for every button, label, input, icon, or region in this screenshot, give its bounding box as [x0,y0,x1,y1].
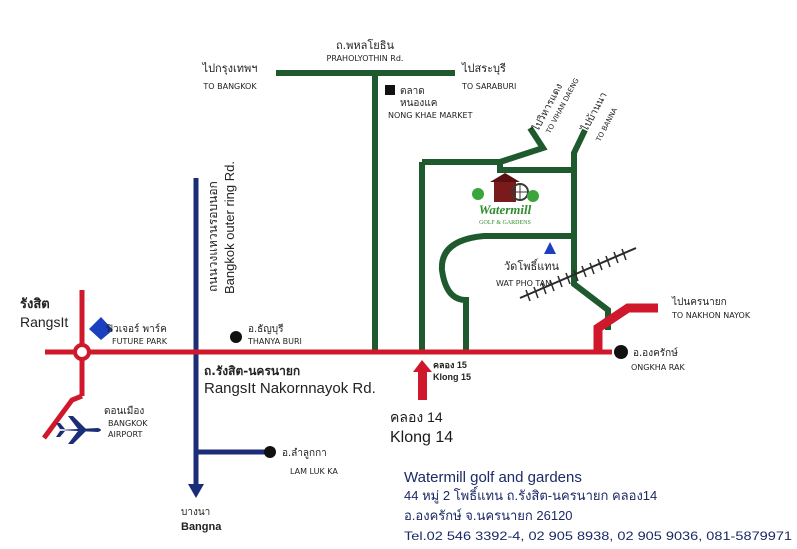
lam-luk-ka-marker [264,446,276,458]
lam-luk-ka-label-th: อ.ลำลูกกา [282,448,327,459]
address-line-1: Watermill golf and gardens [404,469,582,486]
thanya-buri-label-en: THANYA BURI [247,337,302,346]
phahonyothin-label-en: PRAHOLYOTHIN Rd. [327,54,404,63]
outer-ring-label-en: Bangkok outer ring Rd. [222,161,237,294]
ongkharak-marker [614,345,628,359]
thanya-buri-marker [230,331,242,343]
market-label-en: NONG KHAE MARKET [388,111,473,120]
klong15-label-th: คลอง 15 [433,360,467,370]
wat-pho-tan-road [438,233,574,350]
railway-line [519,247,637,302]
rangsit-junction-marker [73,343,91,361]
address-line-2: 44 หมู่ 2 โพธิ์แทน ถ.รังสิต-นครนายก คลอง… [404,486,657,504]
vihan-daeng-road [499,126,548,165]
wat-pho-tan-label-th: วัดโพธิ์แทน [504,258,560,273]
airport-road [41,393,83,440]
klong14-arrow-icon [413,360,432,400]
market-label-th1: ตลาด [400,86,425,97]
rangsit-label-th: รังสิต [20,297,50,312]
banna-road [571,128,588,170]
thanya-buri-label-th: อ.ธัญบุรี [248,323,284,335]
phahonyothin-label-th: ถ.พหลโยธิน [336,38,394,52]
rangsit-nn-road-label-th: ถ.รังสิต-นครนายก [204,364,300,378]
outer-ring-label-th: ถนนวงแหวนรอบนอก [206,181,220,292]
nakhon-nayok-road [593,303,658,352]
airport-label-en2: AIRPORT [108,430,142,439]
watermill-tagline: GOLF & GARDENS [479,220,531,226]
ongkharak-label-en: ONGKHA RAK [631,363,685,372]
to-saraburi-label-th: ไปสระบุรี [461,62,506,75]
address-line-4: Tel.02 546 3392-4, 02 905 8938, 02 905 9… [404,529,792,543]
market-marker-icon [385,85,395,95]
ongkharak-label-th: อ.องครักษ์ [633,347,678,359]
airport-label-en1: BANGKOK [108,419,148,428]
airplane-icon [56,416,101,444]
watermill-brand: Watermill [479,202,532,217]
klong14-label-en: Klong 14 [390,429,453,446]
klong14-label-th: คลอง 14 [390,409,443,425]
rangsit-nn-road-label-en: RangsIt Nakornnayok Rd. [204,380,376,397]
lam-luk-ka-label-en: LAM LUK KA [290,467,338,476]
bangna-arrow-icon [188,484,204,498]
future-park-marker-icon [89,317,113,340]
to-bangkok-label-th: ไปกรุงเทพฯ [202,62,258,75]
klong15-label-en: Klong 15 [433,372,471,382]
watermill-logo: Watermill GOLF & GARDENS [466,173,544,232]
temple-icon [544,242,556,254]
future-park-label-th: ฟิวเจอร์ พาร์ค [106,323,167,335]
airport-label-th: ดอนเมือง [104,405,144,417]
address-block: Watermill golf and gardens 44 หมู่ 2 โพธ… [404,469,792,543]
bangna-label-en: Bangna [181,521,222,533]
rangsit-label-en: RangsIt [20,314,68,330]
blue-road-network [193,178,272,488]
to-nakhon-nayok-label-th: ไปนครนายก [671,296,727,308]
green-road-network [276,70,611,350]
to-bangkok-label-en: TO BANGKOK [202,82,257,91]
market-label-th2: หนองแค [400,98,437,109]
address-line-3: อ.องครักษ์ จ.นครนายก 26120 [404,508,573,523]
to-saraburi-label-en: TO SARABURI [461,82,516,91]
wat-pho-tan-label-en: WAT PHO TAN [496,279,551,288]
future-park-label-en: FUTURE PARK [112,337,168,346]
to-nakhon-nayok-label-en: TO NAKHON NAYOK [671,311,751,320]
watermill-mill-icon [472,173,539,202]
bangna-label-th: บางนา [181,507,210,518]
